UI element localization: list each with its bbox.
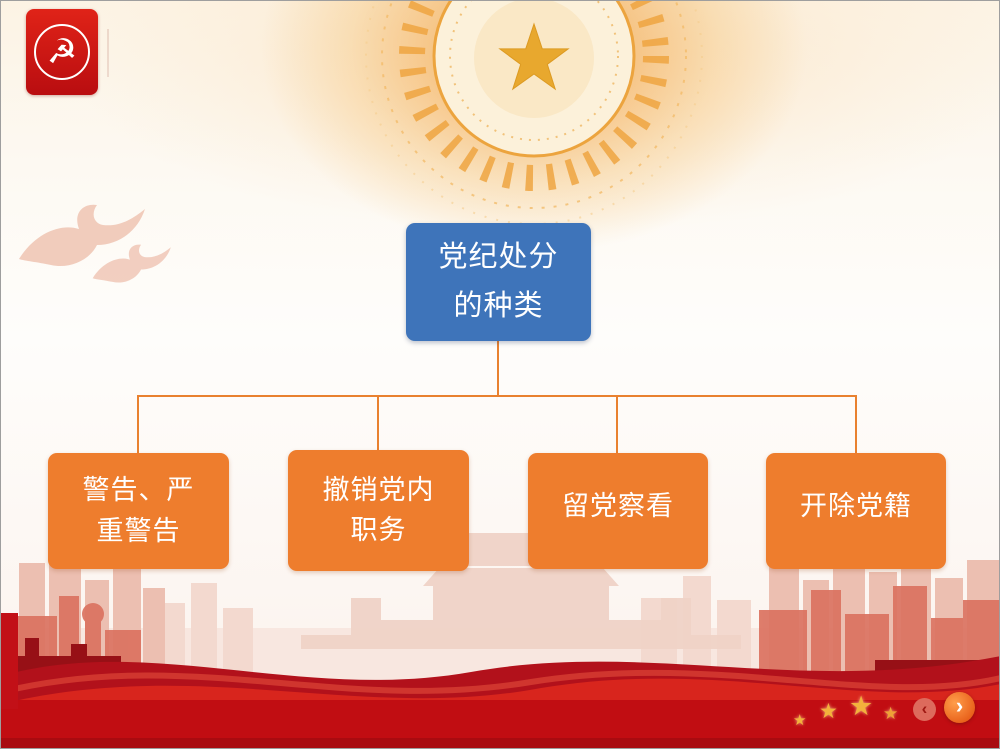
connector-branch-1	[137, 395, 139, 455]
branch-node-removal: 撤销党内 职务	[288, 450, 469, 571]
star-icon	[498, 22, 570, 91]
footer-skyline-art	[1, 533, 999, 748]
branch-line: 留党察看	[562, 490, 674, 521]
connector-horizontal	[137, 395, 857, 397]
left-red-stripe	[1, 613, 18, 709]
chevron-left-icon: ‹	[921, 699, 928, 718]
branch-line: 警告、严	[82, 475, 195, 506]
branch-line: 职务	[350, 515, 407, 545]
star-icon: ★	[793, 712, 807, 729]
connector-branch-2	[377, 395, 379, 455]
star-icon: ★	[849, 691, 874, 721]
branch-line: 开除党籍	[800, 490, 912, 521]
connector-root	[497, 341, 499, 396]
star-icon: ★	[883, 704, 899, 723]
connector-branch-4	[855, 395, 857, 455]
branch-line: 重警告	[96, 515, 181, 546]
star-icon: ★	[819, 700, 838, 723]
branch-node-probation: 留党察看	[528, 453, 708, 569]
root-node-line1: 党纪处分	[438, 240, 559, 273]
branch-node-expulsion: 开除党籍	[766, 453, 946, 569]
branch-node-warning: 警告、严 重警告	[48, 453, 229, 569]
root-node-line2: 的种类	[453, 290, 544, 322]
party-emblem-badge: ☭	[26, 9, 98, 95]
root-node: 党纪处分 的种类	[406, 223, 591, 341]
party-emblem-icon: ☭	[46, 33, 78, 71]
doves-icon	[19, 204, 171, 283]
sunburst-decoration	[365, 1, 703, 225]
connector-branch-3	[616, 395, 618, 455]
branch-line: 撤销党内	[322, 474, 435, 505]
next-slide-button[interactable]: ›	[944, 692, 975, 723]
emblem-ring: ☭	[34, 24, 90, 80]
prev-slide-button[interactable]: ‹	[913, 698, 936, 721]
chevron-right-icon: ›	[955, 693, 964, 718]
divider	[107, 29, 109, 77]
